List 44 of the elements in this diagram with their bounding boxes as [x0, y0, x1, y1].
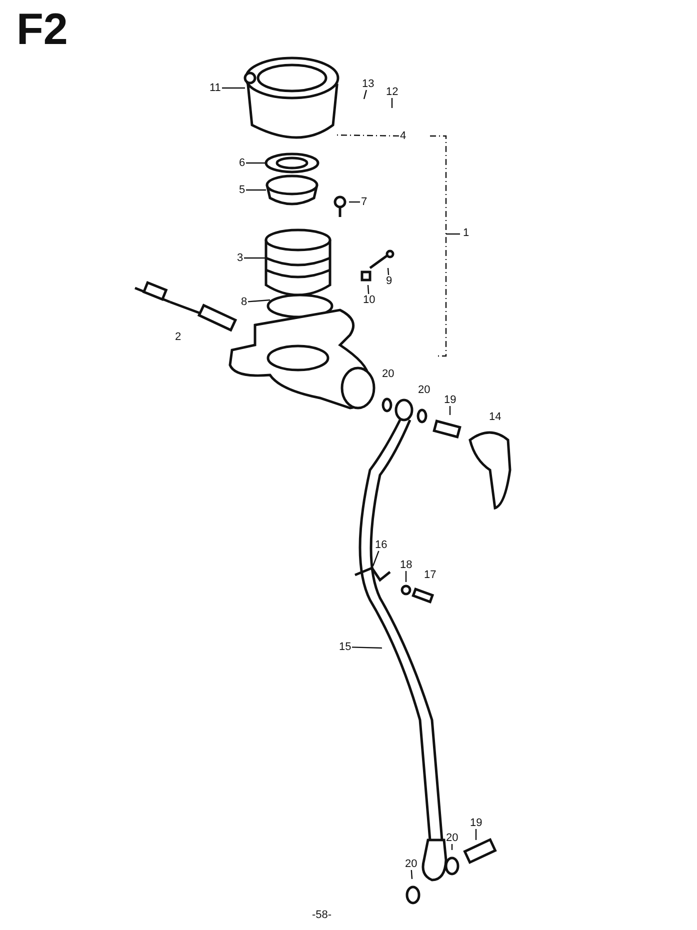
- callout-number: 1: [462, 227, 470, 239]
- callout-number: 9: [385, 275, 394, 287]
- callout-number: 10: [362, 294, 376, 306]
- callout-number: 20: [417, 384, 432, 396]
- callout-number: 18: [399, 559, 414, 571]
- leader-line: [349, 201, 360, 203]
- callout-number: 14: [488, 411, 502, 423]
- callout-number: 20: [404, 858, 418, 870]
- leader-line: [451, 844, 453, 850]
- callout-number: 11: [208, 82, 222, 94]
- leader-line: [352, 646, 382, 649]
- callout-number: 20: [445, 832, 460, 844]
- callout-number: 6: [238, 157, 246, 169]
- callout-number: 4: [399, 130, 408, 142]
- callout-number: 8: [240, 296, 248, 308]
- callout-number: 15: [338, 641, 352, 653]
- callout-number: 7: [360, 196, 368, 208]
- leader-line: [246, 162, 266, 164]
- leader-line: [246, 189, 266, 191]
- leader-line: [248, 299, 270, 302]
- callout-number: 19: [469, 817, 484, 829]
- callout-number: 2: [174, 331, 182, 343]
- leader-line: [244, 257, 266, 259]
- leader-line: [391, 98, 393, 108]
- leader-line: [475, 829, 477, 840]
- leader-line: [363, 90, 367, 100]
- leader-line: [335, 134, 399, 137]
- page-number: -58-: [311, 909, 333, 921]
- callout-number: 5: [238, 184, 246, 196]
- callout-number: 19: [443, 394, 458, 406]
- callout-number: 13: [361, 78, 376, 90]
- leader-line: [405, 571, 407, 582]
- callout-number: 17: [423, 569, 438, 581]
- leader-line: [387, 268, 390, 276]
- leader-line: [410, 870, 413, 880]
- callout-number: 12: [385, 86, 400, 98]
- callout-number: 16: [374, 539, 388, 551]
- callout-number: 20: [381, 368, 396, 380]
- figure-label: F2: [16, 7, 69, 53]
- leader-line: [367, 284, 370, 294]
- leader-line: [372, 550, 380, 566]
- leader-line: [222, 87, 245, 89]
- callout-number: 3: [236, 252, 244, 264]
- leader-line: [449, 406, 451, 415]
